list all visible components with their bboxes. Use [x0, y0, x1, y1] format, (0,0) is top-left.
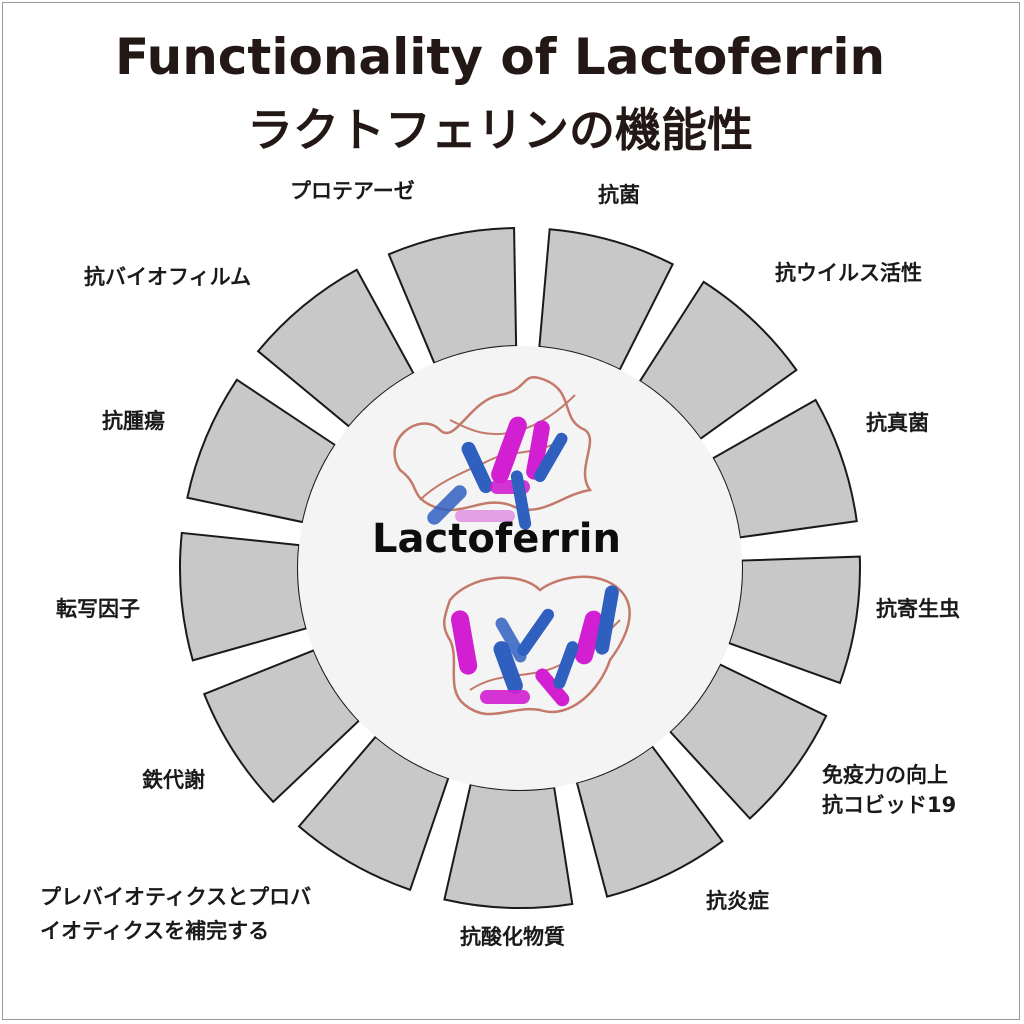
label-antifungal: 抗真菌 [866, 411, 929, 435]
ring-segment [727, 555, 861, 685]
label-antioxidant: 抗酸化物質 [460, 925, 565, 949]
label-antiparasitic: 抗寄生虫 [876, 597, 960, 621]
label-antibiofilm: 抗バイオフィルム [84, 265, 252, 289]
label-antitumor: 抗腫瘍 [102, 409, 165, 433]
label-anti-covid19: 抗コビッド19 [822, 793, 957, 817]
label-immune-boost: 免疫力の向上 [822, 763, 948, 787]
label-transcription-factor: 転写因子 [56, 597, 140, 621]
label-prebiotics-line2: イオティクスを補完する [40, 919, 270, 943]
title-english: Functionality of Lactoferrin [114, 28, 886, 86]
label-protease: プロテアーゼ [290, 179, 415, 203]
label-iron-metabolism: 鉄代謝 [142, 768, 205, 792]
center-label-lactoferrin: Lactoferrin [372, 516, 621, 562]
ring-segment [179, 531, 308, 662]
ring-segment [538, 228, 675, 372]
label-anti-inflammatory: 抗炎症 [706, 889, 769, 913]
label-antiviral: 抗ウイルス活性 [775, 261, 922, 285]
protein-structure-illustration [393, 376, 631, 716]
title-japanese: ラクトフェリンの機能性 [247, 103, 753, 157]
ring-segment [387, 227, 518, 365]
ring-segment [443, 783, 574, 909]
wheel-segments [179, 227, 861, 909]
center-circle [298, 346, 742, 790]
label-antibacterial: 抗菌 [598, 183, 640, 207]
label-prebiotics-line1: プレバイオティクスとプロバ [40, 885, 312, 909]
